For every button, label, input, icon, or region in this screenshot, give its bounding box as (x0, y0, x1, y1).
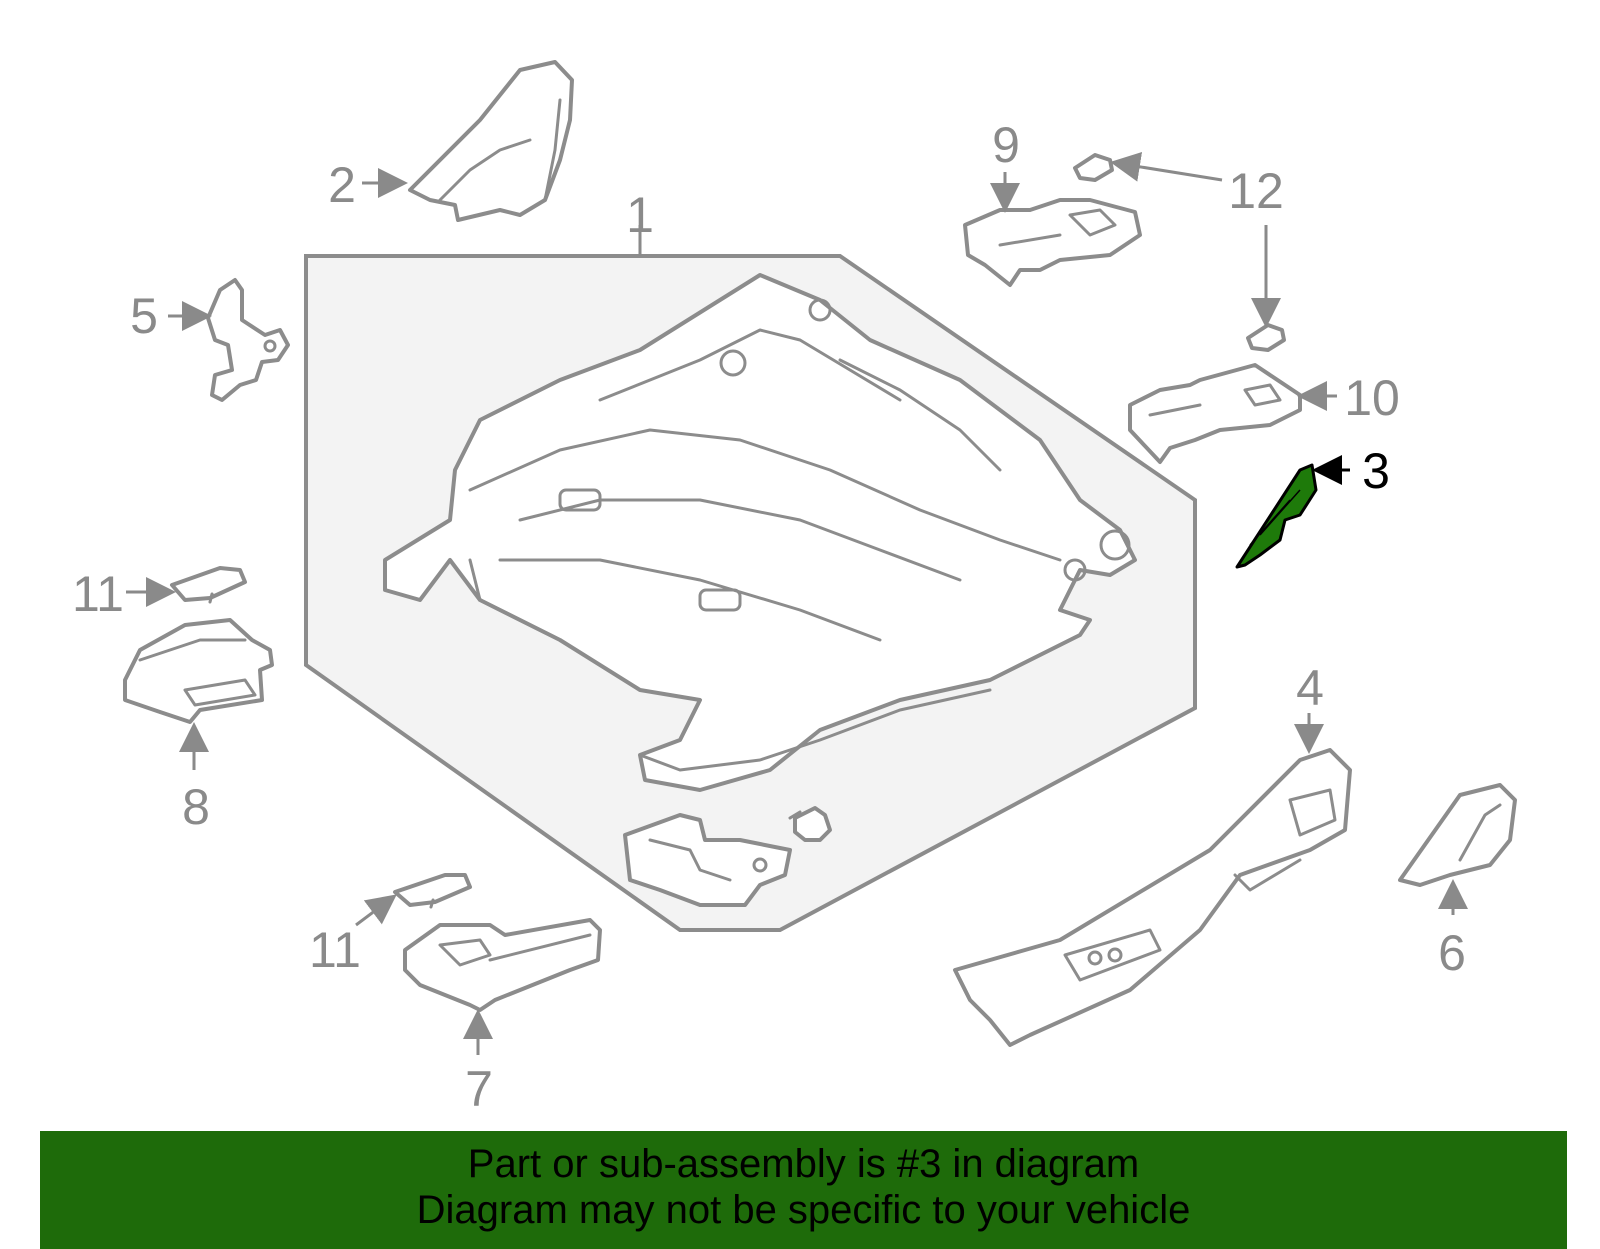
part-11-upper[interactable] (170, 566, 247, 604)
callout-1: 1 (626, 187, 654, 243)
part-3-highlighted[interactable] (1235, 463, 1318, 569)
part-9[interactable] (963, 198, 1142, 287)
callout-10: 10 (1344, 370, 1400, 426)
parts-diagram: 1 2 3 4 5 6 7 (72, 60, 1517, 1117)
callout-11-upper: 11 (72, 566, 124, 622)
callout-7: 7 (465, 1061, 493, 1117)
banner-line-1: Part or sub-assembly is #3 in diagram (467, 1142, 1140, 1186)
part-8[interactable] (123, 618, 274, 724)
callout-4: 4 (1296, 660, 1324, 716)
part-12-clip-lower[interactable] (1246, 323, 1286, 352)
callout-3: 3 (1362, 443, 1390, 499)
callout-2: 2 (328, 157, 356, 213)
part-1-seat-frame[interactable] (304, 225, 1197, 932)
part-5[interactable] (206, 278, 290, 402)
callout-12: 12 (1228, 163, 1284, 219)
callout-5: 5 (130, 288, 158, 344)
part-6[interactable] (1398, 783, 1517, 887)
banner-line-2: Diagram may not be specific to your vehi… (416, 1188, 1191, 1232)
callout-9: 9 (992, 117, 1020, 173)
callout-6: 6 (1438, 925, 1466, 981)
callout-8: 8 (182, 779, 210, 835)
part-12-clip-upper[interactable] (1073, 153, 1114, 182)
part-10[interactable] (1128, 363, 1302, 464)
part-7[interactable] (403, 918, 602, 1012)
part-2[interactable] (408, 60, 574, 222)
part-4-side-shield[interactable] (953, 748, 1352, 1047)
info-banner: Part or sub-assembly is #3 in diagram Di… (40, 1131, 1567, 1249)
part-11-lower[interactable] (393, 873, 472, 909)
callout-11-lower: 11 (309, 922, 361, 978)
